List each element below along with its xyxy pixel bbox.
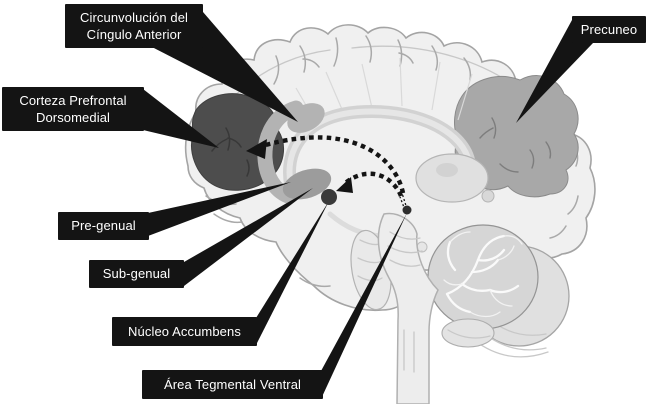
callout-wedges — [143, 12, 593, 399]
subgenual-wedge — [184, 188, 313, 286]
nucleus-accumbens-wedge — [256, 201, 329, 345]
precuneus-wedge — [516, 20, 593, 123]
precuneus-region — [454, 75, 579, 198]
thalamus — [415, 153, 495, 203]
ventral-tegmental-area-wedge — [321, 213, 407, 399]
genual-cingulate-region — [282, 168, 332, 200]
callout-label-line: Cíngulo Anterior — [86, 27, 182, 42]
callout-label-line: Circunvolución del — [79, 9, 189, 25]
cerebellum — [427, 224, 570, 358]
vta-link-upper — [401, 192, 408, 210]
vta-to-pfc-arrow — [261, 135, 406, 194]
callout-label-line: Área Tegmental Ventral — [163, 376, 302, 392]
ventral-tegmental-area-dot — [402, 205, 412, 215]
dorsomedial-pfc-wedge — [143, 89, 219, 148]
callout-label-line: Pre-genual — [71, 218, 136, 234]
callout-label-line: Dorsomedial — [35, 110, 111, 125]
pregenual-wedge — [148, 182, 291, 236]
nucleus-accumbens-dot — [321, 189, 337, 205]
arbor-vitae — [443, 231, 523, 318]
vta-to-accumbens-arrowhead — [336, 177, 353, 193]
callout-label-line: Precuneo — [580, 21, 638, 37]
pathway-arrows — [246, 135, 408, 211]
callout-label-line: Núcleo Accumbens — [128, 323, 241, 339]
callout-label-line: Corteza Prefrontal — [19, 92, 127, 108]
vta-to-pfc-arrowhead — [246, 139, 267, 159]
callout-pregenual: Pre-genual — [58, 212, 149, 240]
callout-nucleus-accumbens: Núcleo Accumbens — [112, 317, 257, 346]
brainstem — [377, 212, 439, 404]
callout-cingulate-gyrus: Circunvolución del Cíngulo Anterior — [65, 4, 203, 48]
callout-ventral-tegmental-area: Área Tegmental Ventral — [142, 370, 323, 399]
callout-label-line: Sub-genual — [102, 266, 171, 282]
callout-precuneus: Precuneo — [572, 16, 646, 43]
callout-subgenual: Sub-genual — [89, 260, 184, 288]
callout-dorsomedial-pfc: Corteza Prefrontal Dorsomedial — [2, 87, 144, 131]
